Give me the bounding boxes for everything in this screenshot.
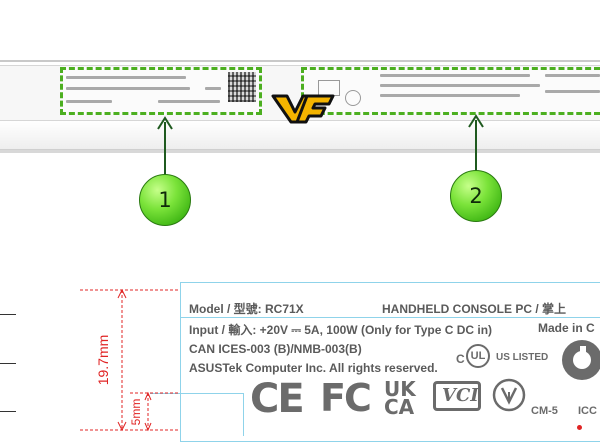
height-dimension: 19.7mm [95, 335, 111, 386]
label-1-text-blur [66, 100, 112, 103]
made-in-text: Made in C [538, 321, 595, 335]
input-rating-text: Input / 輸入: +20V ⎓ 5A, 100W (Only for Ty… [189, 323, 493, 337]
label-2-text-blur [545, 90, 600, 93]
label-1-text-blur [66, 76, 186, 79]
cm5-text: CM-5 [531, 405, 558, 417]
recycle-icon [562, 340, 600, 380]
label-1-text-blur [66, 87, 190, 90]
ukca-top-text: UK [384, 377, 416, 401]
ukca-bottom-text: CA [384, 395, 415, 419]
ul-listed-text: US LISTED [496, 352, 549, 363]
vcci-text: VCI [442, 385, 479, 406]
label-2-text-blur [380, 94, 520, 97]
measurement-point [577, 425, 582, 430]
label-2-text-blur [545, 74, 600, 77]
strip-top-edge [0, 60, 600, 62]
ukca-mark: UK CA [384, 377, 424, 419]
ul-c-text: C [456, 352, 465, 366]
fcc-mark: FC [320, 376, 372, 420]
strip-bottom-edge [0, 150, 600, 153]
regulatory-mark-icon [345, 90, 361, 106]
ices-text: CAN ICES-003 (B)/NMB-003(B) [189, 342, 362, 356]
device-strip-shadow [0, 121, 600, 150]
vcci-mark: VCI [433, 381, 481, 411]
callout-2: 2 [450, 170, 502, 222]
reference-tick [0, 411, 16, 412]
model-text: Model / 型號: RC71X [189, 302, 304, 316]
label-divider [180, 317, 600, 318]
icc-text: ICC [578, 405, 597, 417]
callout-leaders [157, 114, 484, 176]
ce-mark: CE [250, 376, 305, 422]
copyright-text: ASUSTek Computer Inc. All rights reserve… [189, 361, 438, 375]
label-2-text-blur [380, 74, 530, 77]
qr-code-icon [228, 72, 256, 102]
label-1-text-blur [158, 100, 220, 103]
label-1-text-blur [205, 87, 221, 90]
ul-listed-icon: C UL US LISTED [456, 342, 549, 382]
callout-1: 1 [139, 174, 191, 226]
label-corner-box [150, 393, 244, 436]
reference-tick [0, 363, 16, 364]
small-dimension: 5mm [129, 399, 143, 426]
rcm-icon [492, 378, 526, 412]
reference-tick [0, 314, 16, 315]
label-2-text-blur [380, 84, 540, 87]
product-text: HANDHELD CONSOLE PC / 掌上 [382, 302, 567, 316]
dimension-annotations: 19.7mm 5mm [80, 288, 180, 432]
brand-logo-icon [271, 94, 335, 124]
